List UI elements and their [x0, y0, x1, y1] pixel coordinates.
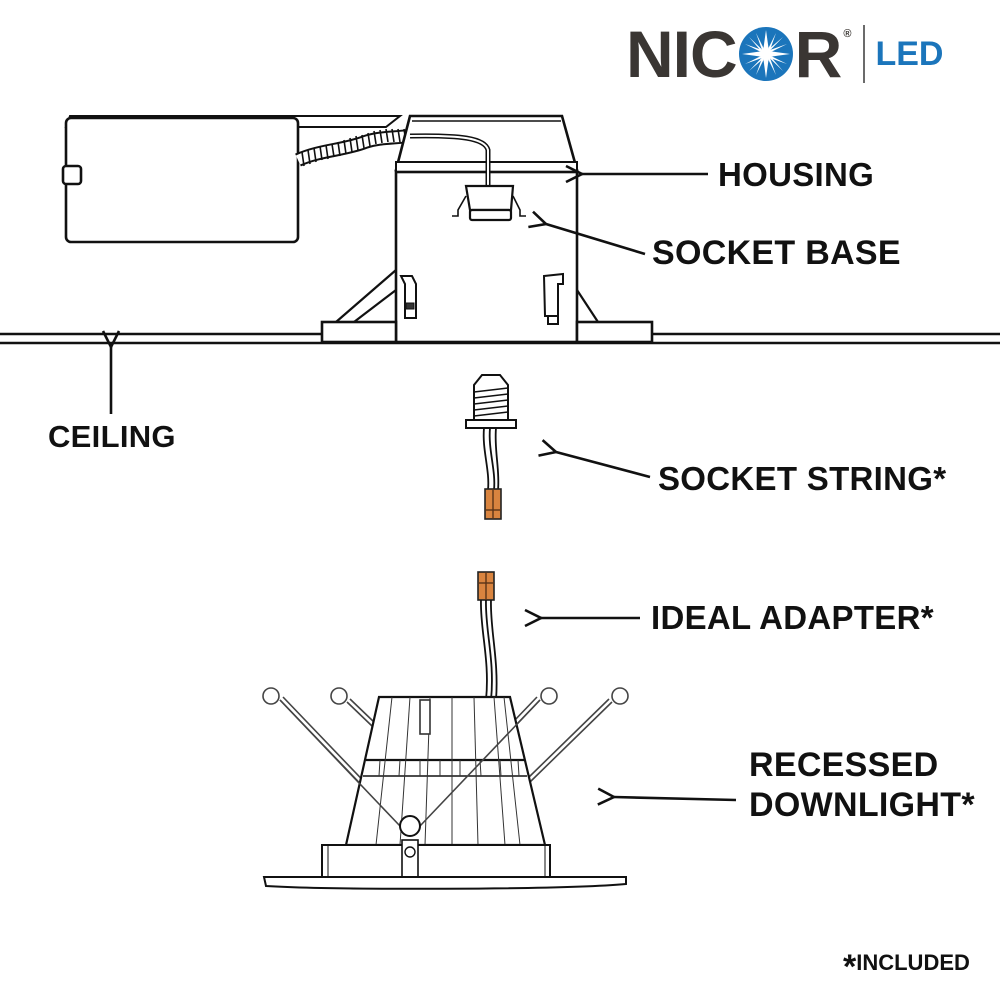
label-ceiling: CEILING — [48, 419, 176, 454]
label-recessed-line1: RECESSED — [749, 746, 939, 784]
socket-string-arrow — [556, 452, 651, 479]
brand-wordmark: NIC R — [626, 17, 843, 91]
flex-conduit — [295, 128, 410, 167]
label-housing: HOUSING — [718, 156, 875, 193]
socket-base-arrow — [546, 224, 646, 256]
footnote-text: INCLUDED — [856, 950, 970, 975]
starburst-o-icon — [738, 27, 793, 81]
brand-name-part2: R — [794, 17, 843, 91]
logo-divider — [863, 25, 866, 83]
label-socket-string: SOCKET STRING* — [658, 460, 947, 497]
ideal-adapter — [477, 571, 498, 701]
brand-name-part1: NIC — [626, 17, 738, 91]
recessed-downlight-arrow — [614, 797, 737, 800]
label-ideal-adapter: IDEAL ADAPTER* — [651, 599, 934, 636]
nicor-led-logo: NIC R ® — [626, 17, 944, 91]
recessed-downlight — [262, 687, 629, 890]
footnote-asterisk: * — [843, 948, 857, 986]
label-socket-base: SOCKET BASE — [652, 234, 901, 272]
socket-string — [465, 374, 517, 520]
included-footnote: *INCLUDED — [843, 950, 970, 984]
socket-base — [409, 133, 526, 222]
driver-box — [61, 115, 403, 244]
label-recessed-line2: DOWNLIGHT* — [749, 786, 975, 824]
callout-arrows — [111, 174, 737, 800]
product-line-label: LED — [875, 34, 944, 73]
registered-mark: ® — [843, 28, 852, 40]
